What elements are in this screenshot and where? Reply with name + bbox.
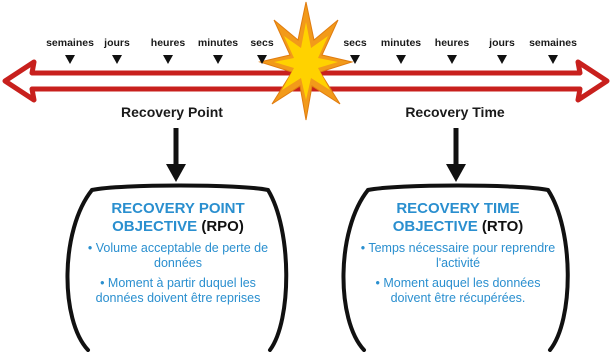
tick-marker: [396, 55, 406, 64]
rpo-abbr: (RPO): [201, 218, 244, 235]
tick-label-jours-right: jours: [489, 37, 515, 49]
tick-label-minutes-left: minutes: [197, 37, 239, 49]
rpo-title-line2: OBJECTIVE: [112, 218, 198, 235]
right-tick-markers: [350, 55, 558, 64]
tick-marker: [497, 55, 507, 64]
rto-abbr: (RTO): [481, 218, 524, 235]
rto-title-line2: OBJECTIVE: [392, 218, 478, 235]
rto-down-arrow: [446, 128, 466, 182]
left-timeline-arrow: [2, 59, 303, 103]
rto-bullet-2: • Moment auquel les données doivent être…: [375, 276, 541, 305]
rto-title-line1: RECOVERY TIME: [396, 200, 520, 217]
right-timeline-arrow: [309, 59, 610, 103]
tick-label-secs-right: secs: [343, 37, 367, 49]
recovery-time-title: Recovery Time: [405, 104, 505, 120]
recovery-point-title: Recovery Point: [121, 104, 223, 120]
rpo-down-arrow: [166, 128, 186, 182]
rpo-title: RECOVERY POINT OBJECTIVE (RPO): [78, 200, 278, 236]
tick-label-minutes-right: minutes: [380, 37, 422, 49]
tick-label-heures-right: heures: [434, 37, 470, 49]
tick-label-heures-left: heures: [150, 37, 186, 49]
rto-box-frame: [341, 183, 570, 352]
tick-marker: [213, 55, 223, 64]
tick-marker: [257, 55, 267, 64]
tick-label-jours-left: jours: [104, 37, 130, 49]
tick-marker: [350, 55, 360, 64]
rpo-box: RECOVERY POINT OBJECTIVE (RPO) • Volume …: [78, 200, 278, 311]
rpo-bullet-1: • Volume acceptable de perte de données: [87, 241, 269, 270]
rpo-title-line1: RECOVERY POINT: [111, 200, 245, 217]
tick-marker: [65, 55, 75, 64]
tick-marker: [447, 55, 457, 64]
tick-marker: [163, 55, 173, 64]
rpo-box-frame: [65, 183, 289, 352]
tick-label-semaines-right: semaines: [529, 37, 577, 49]
left-tick-markers: [65, 55, 267, 64]
rpo-bullet-2: • Moment à partir duquel les données doi…: [95, 276, 261, 305]
rto-title: RECOVERY TIME OBJECTIVE (RTO): [358, 200, 558, 236]
incident-burst-icon: [258, 1, 354, 121]
tick-marker: [548, 55, 558, 64]
rto-box: RECOVERY TIME OBJECTIVE (RTO) • Temps né…: [358, 200, 558, 311]
rto-bullet-1: • Temps nécessaire pour reprendre l'acti…: [360, 241, 556, 270]
tick-label-secs-left: secs: [250, 37, 274, 49]
tick-marker: [112, 55, 122, 64]
tick-label-semaines-left: semaines: [46, 37, 94, 49]
